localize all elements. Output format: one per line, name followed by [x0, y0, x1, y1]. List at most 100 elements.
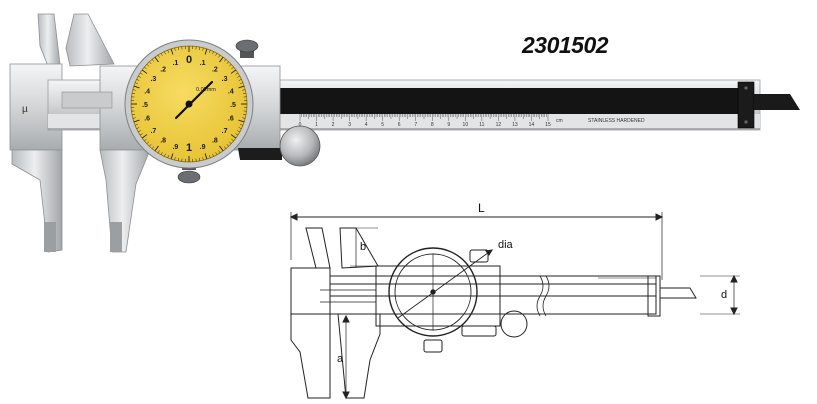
dial-tick	[242, 92, 247, 94]
dial-tick	[240, 82, 244, 84]
slider-upper-jaw	[65, 13, 115, 67]
dial-tick	[177, 46, 179, 51]
beam-scale-ticks	[299, 114, 549, 121]
label-jaw-a: a	[337, 353, 344, 365]
dial-tick	[238, 119, 245, 123]
dial-tick	[134, 82, 138, 84]
dial-tick	[204, 48, 208, 55]
dial-needle	[174, 80, 214, 120]
dial-number: .5	[142, 102, 148, 109]
dial-tick	[136, 79, 140, 81]
thumb-roller	[238, 125, 321, 167]
beam-number: 11	[479, 122, 484, 128]
beam-number: 9	[447, 122, 450, 128]
dial-tick	[202, 157, 204, 161]
drawing-end-cap	[647, 275, 661, 317]
dial-tick	[174, 47, 176, 51]
beam-number: 3	[348, 122, 351, 128]
beam-unit-label: cm	[556, 118, 563, 124]
label-length: L	[478, 201, 485, 215]
dial-tick	[133, 85, 140, 89]
dial-tick	[226, 143, 229, 147]
fixed-head-mark: µ	[22, 104, 28, 115]
dial-tick	[237, 130, 240, 133]
dial-tick	[242, 89, 246, 91]
dial-number: .8	[212, 138, 218, 145]
dial-tick	[235, 133, 239, 136]
dial-tick	[215, 152, 218, 155]
dial-tick	[144, 138, 147, 142]
dial-tick	[151, 59, 155, 62]
dial-number: .4	[144, 88, 150, 95]
drawing-dial-outer	[388, 247, 478, 337]
dial-tick	[231, 138, 234, 142]
dial-tick	[230, 69, 237, 74]
drawing-depth-rod	[660, 287, 697, 299]
beam-number: 0	[299, 122, 302, 128]
dial-number: .1	[200, 60, 206, 67]
beam-number: 1	[315, 122, 318, 128]
dial-number: .2	[160, 66, 166, 73]
dial-tick	[170, 153, 174, 160]
dial-number: .9	[200, 144, 206, 151]
drawing-dial-needle	[397, 249, 493, 319]
beam-number: 6	[398, 122, 401, 128]
dial-tick	[139, 72, 143, 75]
dial-tick	[167, 49, 169, 53]
dial-tick	[204, 153, 208, 160]
beam-number: 14	[529, 122, 535, 128]
dial-tick	[141, 134, 148, 139]
dial-tick	[223, 59, 227, 62]
dial-tick	[132, 89, 136, 91]
dial-tick	[131, 114, 136, 116]
dial-tick	[237, 75, 240, 78]
dial-tick	[202, 47, 204, 51]
dial-tick	[151, 146, 155, 149]
dial-tick	[230, 134, 237, 139]
dial-tick	[132, 117, 136, 119]
dial-gauge: 0.1.2.3.4.5.6.7.8.91.9.8.7.6.5.4.3.2.1 0…	[124, 39, 254, 169]
dial-tick	[149, 143, 152, 147]
dial-number: .4	[228, 88, 234, 95]
dial-tick	[228, 141, 232, 144]
beam-number: 5	[381, 122, 384, 128]
dial-tick	[199, 157, 201, 162]
dial-tick	[238, 79, 242, 81]
drawing-beam	[330, 275, 657, 315]
dial-tick	[157, 150, 160, 154]
dial-tick	[218, 150, 221, 154]
dial-tick	[177, 157, 179, 162]
dial-number: .3	[150, 76, 156, 83]
dial-tick	[138, 75, 141, 78]
dial-tick	[238, 85, 245, 89]
dial-number: .8	[160, 138, 166, 145]
beam-number: 2	[332, 122, 335, 128]
beam-number: 7	[414, 122, 417, 128]
dial-tick	[240, 124, 244, 126]
dial-tick	[242, 114, 247, 116]
dial-tick	[160, 152, 163, 155]
product-code: 2301502	[522, 32, 609, 58]
dial-tick	[219, 145, 224, 152]
drawing-lower-jaws	[290, 313, 381, 399]
dial-tick	[238, 127, 242, 129]
dial-tick	[149, 61, 152, 65]
dial-number: 1	[186, 142, 192, 154]
beam-number: 13	[512, 122, 518, 128]
dial-number: .6	[228, 116, 234, 123]
dial-tick	[146, 64, 150, 67]
beam-number: 8	[431, 122, 434, 128]
dial-tick	[215, 53, 218, 56]
dial-number: 0	[186, 54, 192, 66]
drawing-thumb-roller	[500, 310, 528, 338]
beam-marking: STAINLESS HARDENED	[588, 118, 645, 124]
dial-tick	[223, 146, 227, 149]
depth-rod	[754, 94, 800, 110]
label-depth-d: d	[721, 289, 727, 301]
dial-tick	[154, 145, 159, 152]
dial-tick	[199, 46, 201, 51]
label-jaw-b: b	[360, 241, 366, 253]
